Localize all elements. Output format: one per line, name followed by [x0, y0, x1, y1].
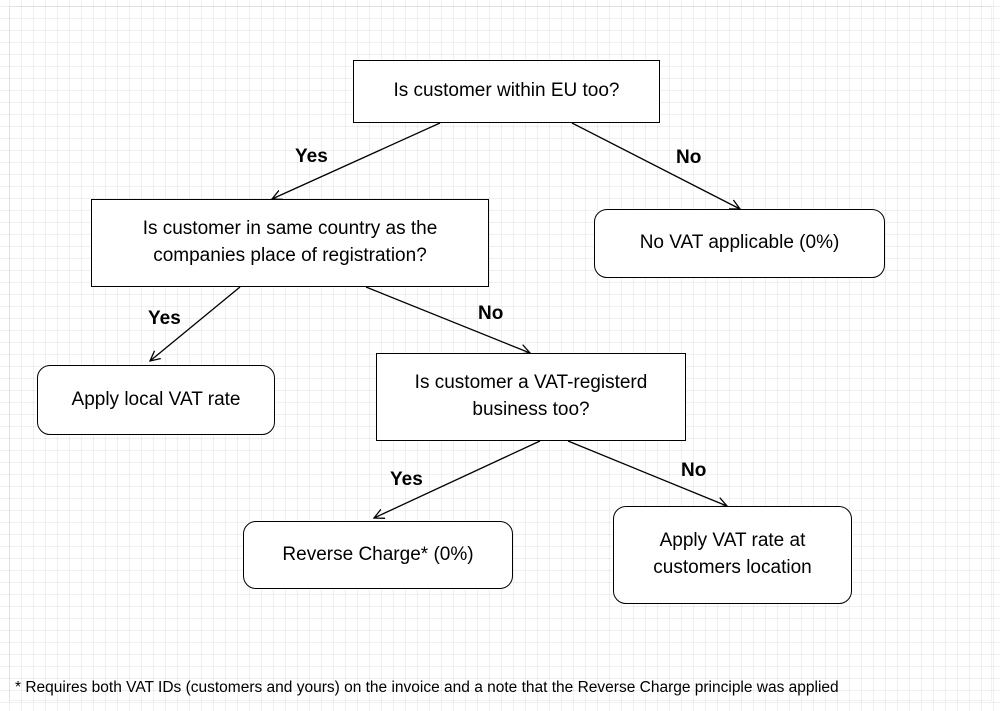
- node-no-vat: No VAT applicable (0%): [594, 209, 885, 278]
- edge-label-registered-yes: Yes: [390, 469, 423, 490]
- node-reverse-charge-label: Reverse Charge* (0%): [282, 543, 474, 565]
- edge-country-yes-arrow: [150, 286, 241, 361]
- edge-label-registered-no: No: [681, 460, 707, 481]
- edge-registered-no-arrow: [567, 440, 727, 506]
- node-within-eu: Is customer within EU too?: [353, 60, 660, 123]
- node-local-vat-label: Apply local VAT rate: [71, 388, 241, 410]
- footnote: * Requires both VAT IDs (customers and y…: [15, 679, 839, 696]
- edge-eu-yes-arrow: [272, 122, 441, 199]
- edge-label-eu-no: No: [676, 147, 702, 168]
- node-vat-registered: Is customer a VAT-registerd business too…: [376, 353, 686, 441]
- node-same-country: Is customer in same country as the compa…: [91, 199, 489, 287]
- edge-country-no-arrow: [365, 286, 530, 353]
- edge-eu-no-arrow: [571, 122, 740, 209]
- node-same-country-label: Is customer in same country as the compa…: [142, 218, 438, 266]
- edge-registered-yes-arrow: [374, 440, 541, 518]
- node-local-vat: Apply local VAT rate: [37, 365, 275, 435]
- edge-label-eu-yes: Yes: [295, 146, 328, 167]
- node-customer-location: Apply VAT rate at customers location: [613, 506, 852, 604]
- node-reverse-charge: Reverse Charge* (0%): [243, 521, 513, 589]
- node-within-eu-label: Is customer within EU too?: [393, 80, 620, 102]
- node-vat-registered-label: Is customer a VAT-registerd business too…: [414, 372, 648, 420]
- node-customer-location-label: Apply VAT rate at customers location: [653, 530, 812, 578]
- edge-label-country-yes: Yes: [148, 308, 181, 329]
- edge-label-country-no: No: [478, 303, 504, 324]
- node-no-vat-label: No VAT applicable (0%): [639, 232, 840, 254]
